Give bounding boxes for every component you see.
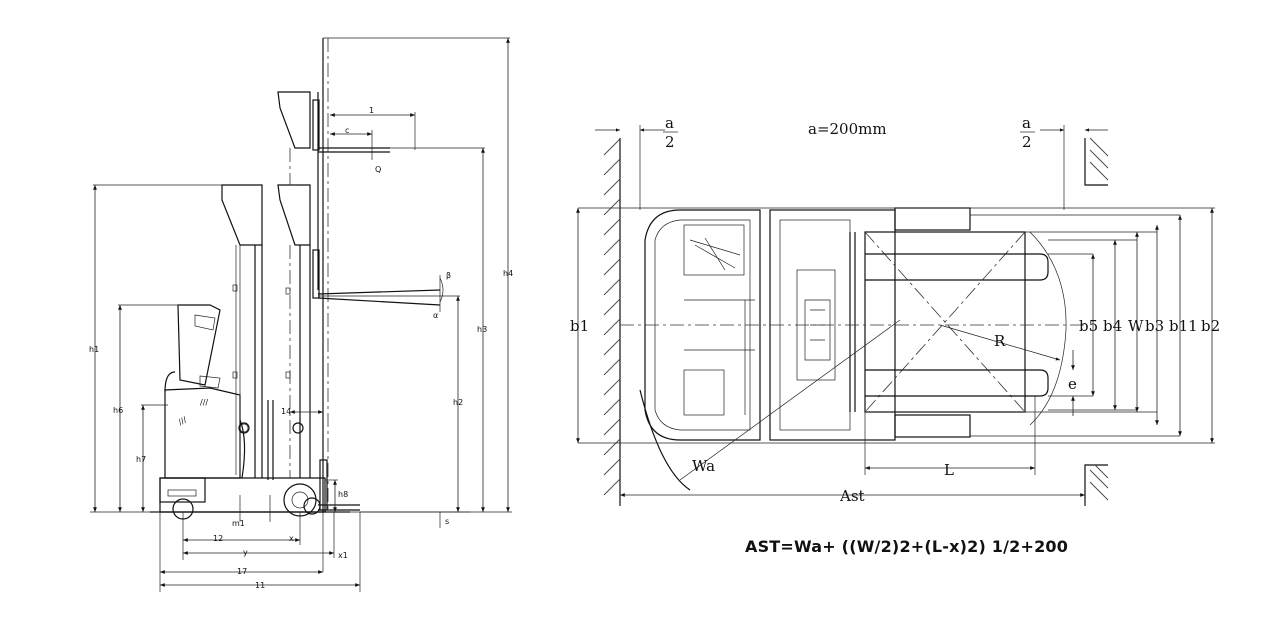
label-wa: Wa bbox=[692, 457, 715, 475]
top-view: a 2 a=200mm a 2 b1 b5 b4 W b3 b11 b2 R e… bbox=[570, 114, 1220, 506]
label-b1: b1 bbox=[570, 317, 589, 335]
label-e: e bbox=[1068, 375, 1077, 393]
ast-formula: AST=Wa+ ((W/2)2+(L-x)2) 1/2+200 bbox=[745, 537, 1069, 556]
label-q: Q bbox=[375, 165, 381, 174]
half-a-right-num: a bbox=[1022, 114, 1031, 132]
side-view: /// /// bbox=[89, 37, 513, 592]
label-h7: h7 bbox=[136, 455, 146, 464]
label-h8: h8 bbox=[338, 490, 348, 499]
label-r: R bbox=[994, 332, 1006, 350]
svg-text:///: /// bbox=[200, 398, 208, 407]
aisle-label: a=200mm bbox=[808, 120, 887, 138]
label-s: s bbox=[445, 517, 449, 526]
load-wheel bbox=[283, 483, 317, 517]
label-y: y bbox=[243, 548, 248, 557]
label-h1: h1 bbox=[89, 345, 99, 354]
label-beta: β bbox=[446, 271, 451, 280]
label-c: c bbox=[345, 126, 349, 135]
label-l: L bbox=[944, 461, 954, 479]
pallet-area bbox=[864, 231, 1026, 413]
label-x1: x1 bbox=[338, 551, 348, 560]
label-b2: b2 bbox=[1201, 317, 1220, 335]
half-a-left-num: a bbox=[665, 114, 674, 132]
label-h6: h6 bbox=[113, 406, 123, 415]
label-dim-1: 1 bbox=[369, 106, 374, 115]
label-h2: h2 bbox=[453, 398, 463, 407]
label-m1: m1 bbox=[232, 519, 245, 528]
half-a-left-den: 2 bbox=[665, 133, 675, 151]
label-h4: h4 bbox=[503, 269, 513, 278]
label-w: W bbox=[1128, 317, 1144, 335]
label-b11: b11 bbox=[1169, 317, 1198, 335]
label-dim-11: 11 bbox=[255, 581, 265, 590]
label-alpha: α bbox=[433, 311, 438, 320]
label-dim-12: 12 bbox=[213, 534, 223, 543]
label-dim-14: 14 bbox=[281, 407, 291, 416]
half-a-right-den: 2 bbox=[1022, 133, 1032, 151]
label-h3: h3 bbox=[477, 325, 487, 334]
label-dim-17: 17 bbox=[237, 567, 247, 576]
left-wall-hatching bbox=[603, 138, 621, 496]
label-x: x bbox=[289, 534, 294, 543]
label-b5: b5 bbox=[1079, 317, 1098, 335]
svg-text:///: /// bbox=[177, 415, 189, 427]
label-ast: Ast bbox=[839, 487, 865, 505]
chassis-body bbox=[159, 477, 326, 513]
label-b3: b3 bbox=[1145, 317, 1164, 335]
label-b4: b4 bbox=[1103, 317, 1122, 335]
